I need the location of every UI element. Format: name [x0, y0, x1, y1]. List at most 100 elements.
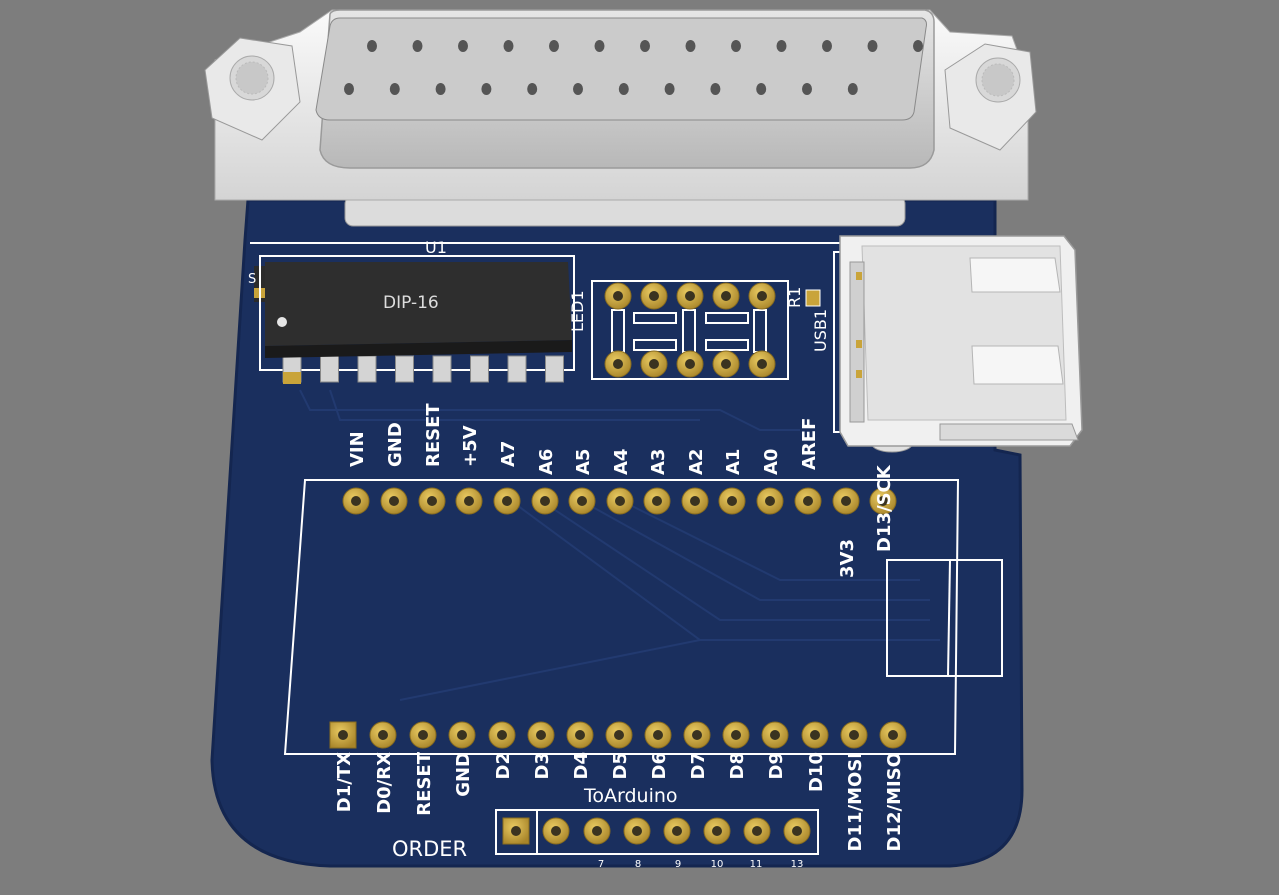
bottom-header-pad	[840, 721, 868, 749]
db25-hole	[549, 40, 559, 52]
to-arduino-pin-number: 11	[750, 859, 763, 870]
db25-hole	[503, 40, 514, 52]
bottom-header-pad	[448, 721, 476, 749]
bottom-header-pad	[566, 721, 594, 749]
led-pad	[676, 350, 704, 378]
db25-hole	[458, 40, 468, 52]
ic-package-label: DIP-16	[383, 293, 439, 313]
ic-leg	[395, 355, 414, 383]
bottom-header-pad	[488, 721, 516, 749]
top-header-label: GND	[385, 422, 406, 467]
db25-connector[interactable]	[204, 9, 1037, 227]
bottom-header-label: GND	[453, 752, 474, 797]
resistor-ref-label: R1	[785, 287, 804, 308]
top-header-pad	[342, 487, 370, 515]
ic-leg	[357, 355, 377, 383]
db25-hole	[594, 40, 605, 52]
top-header-label: A0	[761, 449, 782, 475]
top-header-label: +5V	[460, 425, 481, 467]
bottom-header-pad	[329, 721, 357, 749]
bottom-header-pad	[644, 721, 672, 749]
top-header-label: A3	[648, 449, 669, 475]
top-header-pad	[681, 487, 709, 515]
led-pad	[604, 282, 632, 310]
ic-u1[interactable]: U1 DIP-16	[259, 238, 575, 384]
led-pad	[748, 282, 776, 310]
db25-hole	[527, 83, 538, 95]
to-arduino-pad	[703, 817, 731, 845]
top-header-label: VIN	[347, 431, 368, 467]
db25-hole	[344, 83, 354, 95]
db25-hole	[913, 40, 923, 52]
bottom-header-label: D8	[727, 752, 748, 779]
ic-leg	[432, 355, 452, 383]
top-header-label: A4	[611, 449, 632, 475]
ic-leg	[545, 355, 564, 383]
to-arduino-pad	[583, 817, 611, 845]
order-label: ORDER	[392, 837, 467, 861]
led-pad	[640, 350, 668, 378]
led-pad	[676, 282, 704, 310]
db25-hole	[710, 83, 721, 95]
ic-leg	[470, 355, 489, 383]
to-arduino-pad	[623, 817, 651, 845]
top-header-label: D13/SCK	[874, 464, 895, 552]
bottom-header-pad	[369, 721, 397, 749]
to-arduino-pad	[663, 817, 691, 845]
db25-hole	[822, 40, 832, 52]
db25-hole	[640, 40, 650, 52]
top-header-pad	[568, 487, 596, 515]
top-header-label: AREF	[799, 418, 820, 470]
bottom-header-label: D2	[493, 752, 514, 779]
top-header-pads	[342, 487, 897, 515]
top-header-pad	[643, 487, 671, 515]
led-pad	[712, 282, 740, 310]
usb-ref-label: USB1	[811, 309, 830, 352]
bottom-header-pad	[761, 721, 789, 749]
bottom-header-pad	[879, 721, 907, 749]
db25-pin-holes	[344, 40, 923, 95]
ic-leg	[320, 355, 339, 383]
db25-hole	[802, 83, 812, 95]
usb-a-connector[interactable]: USB1	[811, 235, 1083, 453]
to-arduino-pin-number: 10	[711, 859, 724, 870]
bottom-header-label: D7	[688, 752, 709, 779]
bottom-header-pad	[409, 721, 437, 749]
bottom-header-pads	[329, 721, 907, 749]
partial-ref-label: S	[248, 272, 256, 287]
top-header-pad	[455, 487, 483, 515]
db25-hole	[389, 83, 400, 95]
to-arduino-pin-number: 9	[675, 859, 681, 870]
to-arduino-pads	[502, 817, 811, 845]
ic-ref-label: U1	[425, 238, 447, 257]
db25-hole	[867, 40, 878, 52]
bottom-header-label: RESET	[414, 751, 435, 815]
to-arduino-pin-number: 7	[598, 859, 604, 870]
top-header-pad	[832, 487, 860, 515]
top-header-label: 3V3	[837, 539, 858, 578]
to-arduino-title: ToArduino	[583, 785, 678, 807]
bottom-header-label: D6	[649, 752, 670, 779]
top-header-label: A6	[536, 449, 557, 475]
db25-hole	[481, 83, 492, 95]
to-arduino-pad	[743, 817, 771, 845]
db25-hole	[685, 40, 696, 52]
bottom-header-label: D1/TX	[334, 752, 355, 812]
led-resistor-footprint[interactable]: LED1 R1	[568, 280, 821, 380]
top-header-pad	[718, 487, 746, 515]
copper-traces	[299, 389, 940, 701]
db25-hole	[367, 40, 377, 52]
db25-left-standoff	[204, 37, 301, 141]
top-header-label: A1	[723, 449, 744, 475]
led-pad	[748, 350, 776, 378]
bottom-header-pad	[683, 721, 711, 749]
top-header-label: A7	[498, 441, 519, 467]
top-header-label: A5	[573, 449, 594, 475]
ic-legs	[282, 355, 564, 384]
db25-hole	[756, 83, 767, 95]
top-header-label: A2	[686, 449, 707, 475]
